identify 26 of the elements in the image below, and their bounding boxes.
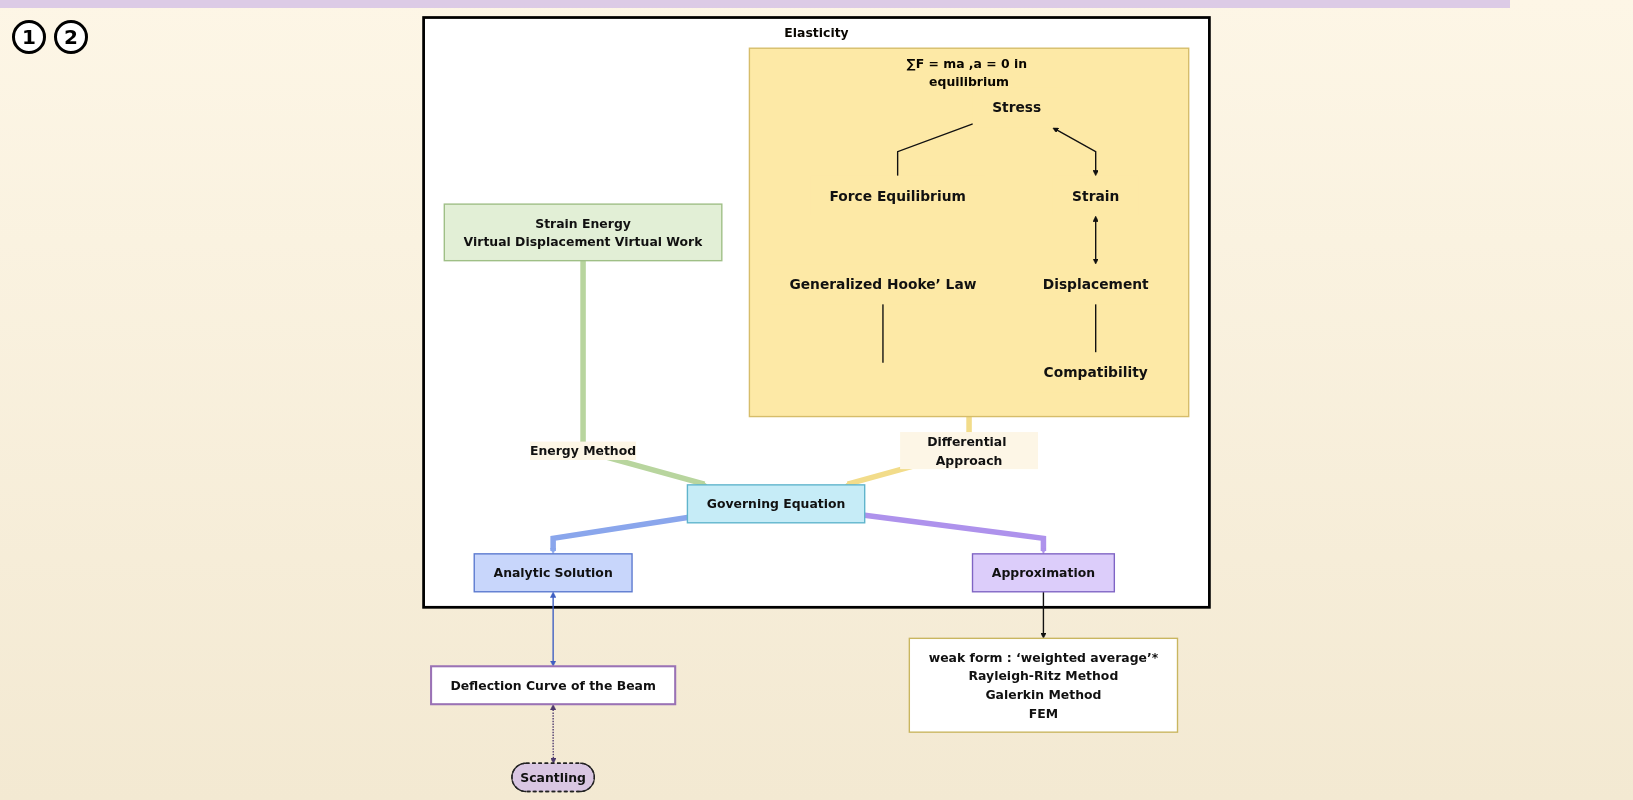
arrow	[1092, 215, 1099, 265]
edge-label: Differential Approach	[927, 434, 1007, 468]
node-text: Displacement	[1042, 275, 1149, 293]
node-text: Strain	[1072, 187, 1120, 205]
arrow	[1052, 127, 1099, 177]
node-text: Stress	[992, 99, 1042, 116]
connector	[1095, 303, 1097, 354]
node-box: Strain Energy Virtual Displacement Virtual Work	[443, 203, 723, 262]
callout-number: 1	[12, 20, 46, 54]
arrow	[550, 704, 557, 764]
node-box: Deflection Curve of the Beam	[430, 665, 677, 706]
node-box: Governing Equation	[686, 484, 866, 524]
connector	[882, 303, 884, 364]
arrow	[864, 512, 1047, 555]
arrow	[550, 514, 688, 555]
connector	[896, 123, 974, 177]
arrow	[550, 591, 557, 667]
node-text: Compatibility	[1043, 364, 1148, 381]
edge-label: Energy Method	[529, 443, 637, 458]
node-text: Generalized Hooke’ Law	[789, 275, 977, 293]
node-box: Analytic Solution	[473, 553, 633, 593]
node-box: weak form : ‘weighted average’* Rayleigh-Ritz Method Galerkin Method FEM	[908, 637, 1179, 733]
arrow	[1040, 591, 1047, 639]
callout-number: 2	[54, 20, 88, 54]
node-box: Approximation	[971, 553, 1115, 593]
node-text: Force Equilibrium	[829, 187, 966, 205]
